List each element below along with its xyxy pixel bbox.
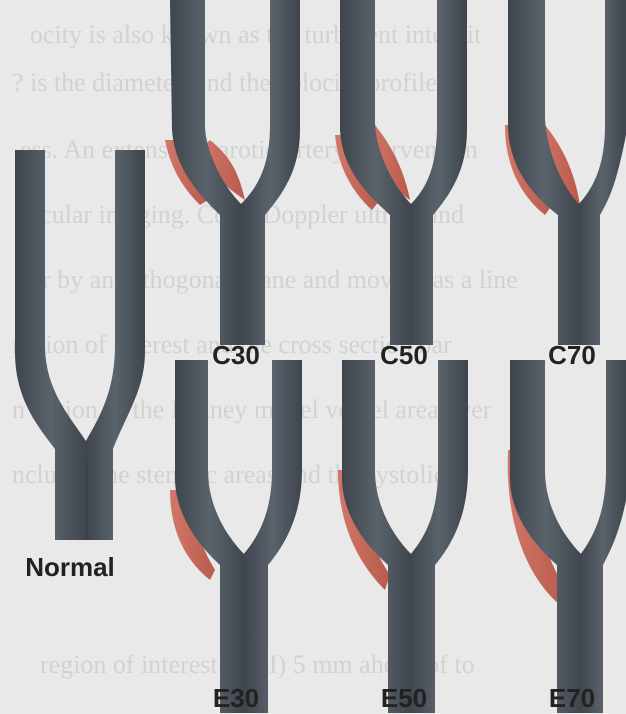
panel-c30 xyxy=(165,0,300,345)
label-c50: C50 xyxy=(359,340,449,371)
panel-e50 xyxy=(338,360,468,713)
vessel-shape xyxy=(410,360,468,713)
label-c70: C70 xyxy=(527,340,617,371)
label-normal: Normal xyxy=(25,552,115,583)
vessel-normal xyxy=(15,150,145,540)
vessel-shape xyxy=(410,0,467,345)
panel-c50 xyxy=(335,0,467,345)
label-e50: E50 xyxy=(359,683,449,714)
vessel-shape xyxy=(580,360,626,713)
vessel-shape xyxy=(578,0,626,345)
panel-c70 xyxy=(505,0,626,345)
panel-e70 xyxy=(508,360,626,713)
label-e70: E70 xyxy=(527,683,617,714)
label-c30: C30 xyxy=(191,340,281,371)
label-e30: E30 xyxy=(191,683,281,714)
vessel-shape xyxy=(240,0,300,345)
panel-e30 xyxy=(170,360,302,713)
vessel-shape xyxy=(243,360,302,713)
